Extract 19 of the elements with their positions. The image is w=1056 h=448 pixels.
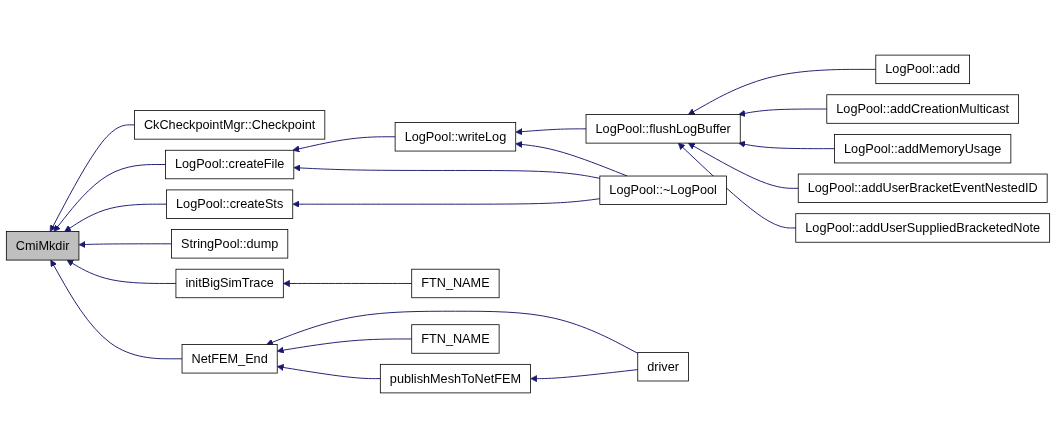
node-box: LogPool::createFile	[165, 149, 295, 180]
node-box: LogPool::~LogPool	[599, 175, 727, 205]
node-box: CkCheckpointMgr::Checkpoint	[134, 110, 326, 140]
node-box: StringPool::dump	[171, 229, 289, 259]
node-box: LogPool::addUserSuppliedBracketedNote	[795, 213, 1051, 243]
node-box: LogPool::addUserBracketEventNestedID	[797, 173, 1048, 203]
node-box: CmiMkdir	[5, 231, 80, 261]
node-box: initBigSimTrace	[175, 268, 284, 299]
node-box: publishMeshToNetFEM	[379, 363, 531, 394]
node-box: LogPool::add	[875, 54, 970, 85]
node-box: LogPool::addCreationMulticast	[826, 94, 1019, 124]
node-box: FTN_NAME	[411, 268, 500, 299]
node-box: NetFEM_End	[181, 344, 278, 374]
node-box: LogPool::addMemoryUsage	[834, 134, 1012, 164]
node-box: FTN_NAME	[411, 324, 500, 354]
node-box: LogPool::createSts	[166, 189, 294, 219]
node-box: LogPool::writeLog	[394, 122, 517, 152]
node-box: driver	[637, 352, 689, 382]
node-box: LogPool::flushLogBuffer	[585, 114, 741, 144]
